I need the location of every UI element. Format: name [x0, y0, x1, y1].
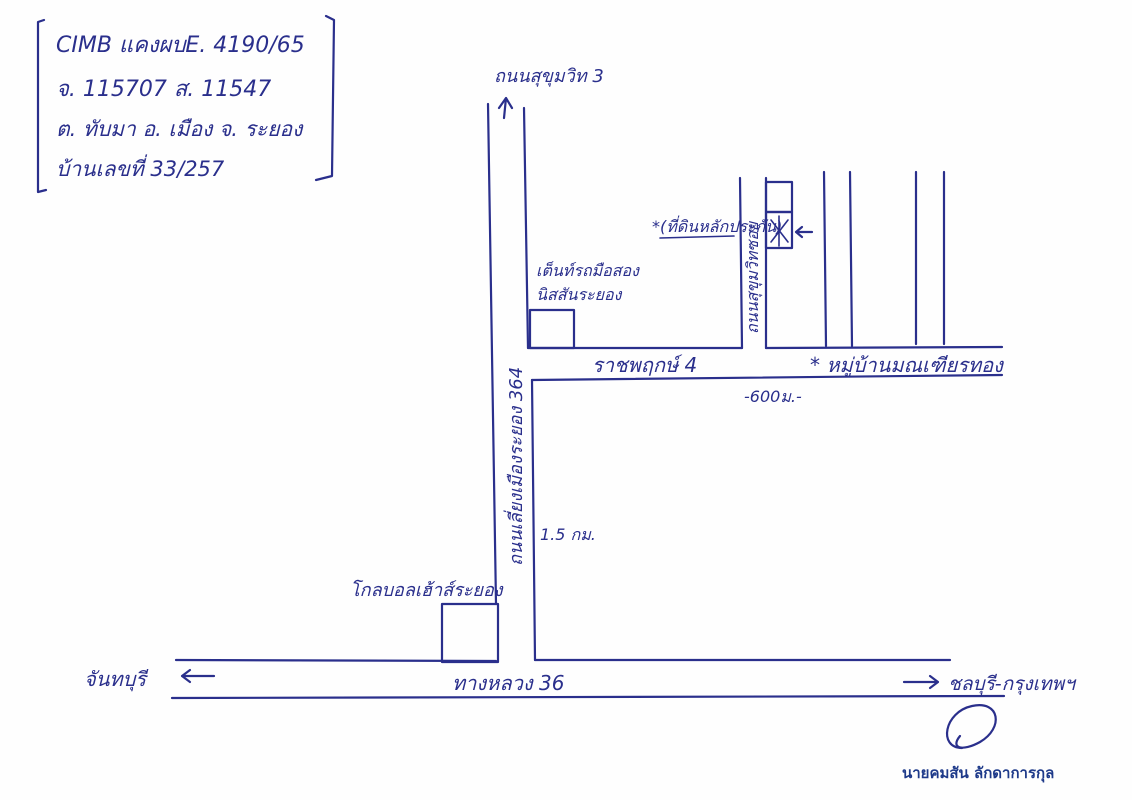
showroom-plot	[528, 308, 576, 350]
label-showroom-1: เต็นท์รถมือสอง	[536, 261, 640, 280]
road-364	[486, 102, 537, 662]
label-1-5km: 1.5 กม.	[540, 525, 596, 544]
label-sukhumvit3: ถนนสุขุมวิท 3	[494, 66, 604, 87]
arrow-east	[902, 674, 940, 690]
side-streets	[822, 170, 946, 348]
signer-name: นายคมสัน ลักดาการกุล	[902, 764, 1054, 783]
target-underline	[659, 235, 735, 239]
header-line-2: จ. 115707 ส. 11547	[56, 77, 271, 102]
label-global-house: โกลบอลเฮ้าส์ระยอง	[350, 579, 504, 601]
header-line-4: บ้านเลขที่ 33/257	[56, 154, 225, 181]
highway-36	[170, 658, 1006, 700]
signature	[945, 704, 997, 750]
header-note-box	[36, 14, 336, 194]
target-plot	[764, 180, 814, 250]
label-highway36: ทางหลวง 36	[452, 671, 564, 695]
north-arrow	[497, 96, 514, 120]
global-house-plot	[440, 602, 500, 664]
arrow-west	[180, 668, 216, 684]
label-village: * หมู่บ้านมณเฑียรทอง	[810, 353, 1004, 378]
label-chanthaburi: จันทบุรี	[84, 667, 149, 692]
header-line-1: CIMB แคงผบE. 4190/65	[56, 33, 305, 58]
label-soi: ถนนสุขุมวิทซอย	[743, 220, 763, 334]
header-line-3: ต. ทับมา อ. เมือง จ. ระยอง	[56, 117, 304, 141]
label-ratchaphruek4: ราชพฤกษ์ 4	[592, 353, 697, 377]
label-road-364: ถนนเลี่ยงเมืองระยอง 364	[503, 367, 527, 566]
label-target: *(ที่ดินหลักประกัน)	[652, 215, 782, 236]
label-600m: -600ม.-	[744, 387, 802, 406]
label-showroom-2: นิสสันระยอง	[536, 285, 623, 304]
label-chonburi-bkk: ชลบุรี-กรุงเทพฯ	[948, 673, 1077, 695]
